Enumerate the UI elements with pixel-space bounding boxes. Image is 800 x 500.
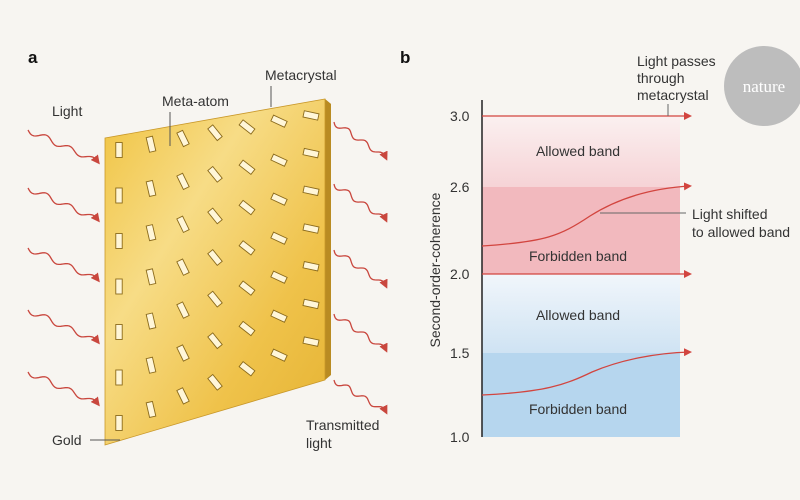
- transmitted-light-wave: [333, 121, 388, 161]
- shift-curve-bottom: [481, 348, 692, 396]
- meta-atom-hole: [207, 249, 223, 266]
- label-light: Light: [52, 103, 82, 119]
- meta-atom-hole: [145, 135, 157, 153]
- annot-shifted-2: to allowed band: [692, 224, 790, 240]
- y-axis-label: Second-order-coherence: [427, 192, 443, 347]
- meta-atom-hole: [115, 369, 123, 386]
- label-bottom-allowed: Allowed band: [536, 307, 620, 323]
- label-transmitted-1: Transmitted: [306, 417, 379, 433]
- meta-atom-hole: [176, 172, 190, 191]
- tick-1-5: 1.5: [450, 345, 470, 361]
- panel-b-letter: b: [400, 48, 410, 67]
- meta-atom-hole: [302, 147, 320, 159]
- annot-passes-2: through: [637, 70, 684, 86]
- incoming-light-wave: [27, 371, 100, 407]
- logo-circle: [724, 46, 800, 126]
- meta-atom-hole: [270, 231, 288, 245]
- meta-atom-hole: [115, 187, 123, 204]
- meta-atom-hole: [115, 233, 123, 249]
- shift-curve-top: [481, 182, 692, 247]
- meta-atom-hole: [145, 312, 157, 330]
- band-top-allowed: [482, 116, 680, 187]
- meta-atom-hole: [302, 298, 320, 310]
- meta-atom-hole: [238, 119, 256, 135]
- meta-atom-hole: [115, 278, 123, 295]
- meta-atom-hole: [270, 114, 288, 128]
- meta-atom-hole: [270, 348, 288, 362]
- slab-right-edge: [325, 99, 331, 380]
- transmitted-light-wave: [333, 313, 388, 353]
- meta-atom-hole: [302, 261, 320, 272]
- label-top-allowed: Allowed band: [536, 143, 620, 159]
- metacrystal-slab: [104, 98, 331, 446]
- incoming-light-wave: [27, 309, 100, 345]
- meta-atom-hole: [145, 268, 157, 286]
- meta-atom-hole: [302, 110, 320, 121]
- y-ticks: 3.0 2.6 2.0 1.5 1.0: [450, 108, 470, 445]
- transmitted-light-wave: [333, 249, 388, 289]
- incoming-light-wave: [27, 247, 100, 283]
- logo-text: nature: [743, 77, 785, 96]
- meta-atom-hole: [302, 223, 320, 234]
- slab-face: [104, 98, 326, 446]
- label-metacrystal: Metacrystal: [265, 67, 337, 83]
- meta-atom-hole: [176, 129, 190, 148]
- meta-atom-hole: [176, 215, 190, 234]
- meta-atom-hole: [270, 192, 288, 206]
- meta-atom-hole: [207, 124, 223, 142]
- meta-atom-hole: [207, 373, 223, 391]
- meta-atom-hole: [176, 387, 190, 405]
- annot-passes-3: metacrystal: [637, 87, 709, 103]
- meta-atom-hole: [302, 336, 320, 347]
- incoming-light-waves: [27, 129, 100, 407]
- meta-atom-hole: [145, 356, 157, 374]
- label-meta-atom: Meta-atom: [162, 93, 229, 109]
- meta-atom-hole: [238, 240, 256, 256]
- meta-atom-hole: [207, 207, 223, 225]
- meta-atom-hole: [238, 199, 256, 216]
- meta-atom-hole: [238, 320, 256, 337]
- label-bottom-forbidden: Forbidden band: [529, 401, 627, 417]
- meta-atom-hole: [207, 332, 223, 350]
- transmitted-light-wave: [333, 183, 388, 223]
- band-top-forbidden: [482, 187, 680, 274]
- tick-2-6: 2.6: [450, 179, 470, 195]
- tick-1-0: 1.0: [450, 429, 470, 445]
- meta-atom-hole: [238, 360, 256, 377]
- label-transmitted-2: light: [306, 435, 332, 451]
- meta-atom-hole: [270, 153, 288, 167]
- annot-passes-1: Light passes: [637, 53, 716, 69]
- incoming-light-wave: [27, 129, 100, 165]
- meta-atom-hole: [238, 280, 256, 296]
- meta-atom-hole: [270, 309, 288, 323]
- meta-atom-hole: [176, 258, 190, 276]
- label-top-forbidden: Forbidden band: [529, 248, 627, 264]
- meta-atom-hole: [207, 165, 223, 183]
- meta-atom-hole: [115, 415, 123, 431]
- tick-2-0: 2.0: [450, 266, 470, 282]
- band-bottom-allowed: [482, 274, 680, 353]
- band-bottom-forbidden: [482, 353, 680, 437]
- panel-a-letter: a: [28, 48, 38, 67]
- transmitted-light-wave: [333, 379, 388, 415]
- meta-atom-hole: [145, 179, 157, 198]
- transmitted-light-waves: [333, 121, 388, 415]
- meta-atom-holes: [115, 110, 320, 431]
- meta-atom-hole: [115, 324, 123, 340]
- meta-atom-hole: [145, 400, 157, 419]
- meta-atom-hole: [176, 344, 190, 362]
- meta-atom-hole: [207, 290, 223, 308]
- label-gold: Gold: [52, 432, 82, 448]
- meta-atom-hole: [238, 159, 256, 176]
- incoming-light-wave: [27, 187, 100, 223]
- nature-logo: nature: [724, 46, 800, 126]
- meta-atom-hole: [176, 301, 190, 319]
- tick-3-0: 3.0: [450, 108, 470, 124]
- annot-shifted-1: Light shifted: [692, 206, 768, 222]
- meta-atom-hole: [270, 270, 288, 284]
- meta-atom-hole: [115, 142, 123, 158]
- meta-atom-hole: [145, 224, 157, 242]
- meta-atom-hole: [302, 185, 320, 197]
